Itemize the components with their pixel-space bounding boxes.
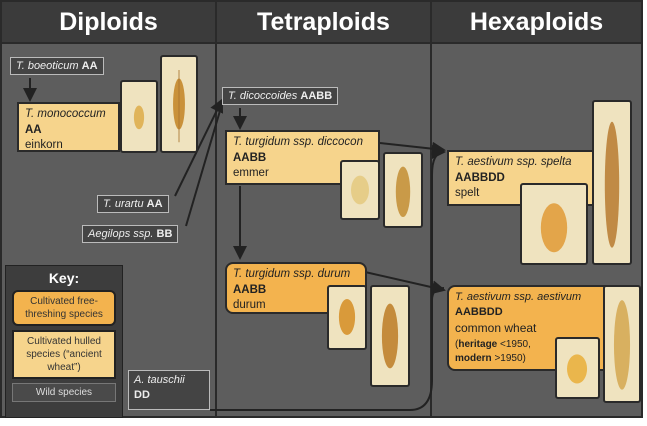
arrow-tauschii-aestivum [431, 287, 445, 301]
header-hexaploids: Hexaploids [430, 0, 643, 44]
header-diploids: Diploids [0, 0, 217, 44]
emmer-spike-image [383, 152, 423, 228]
box-urartu: T. urartu AA [97, 195, 169, 213]
einkorn-spike-image [160, 55, 198, 153]
emmer-grain-image [340, 160, 380, 220]
header-tetraploids: Tetraploids [215, 0, 432, 44]
einkorn-grain-image [120, 80, 158, 153]
box-aegilops: Aegilops ssp. BB [82, 225, 179, 243]
common-wheat-grain-image [555, 337, 600, 399]
durum-grain-image [327, 285, 367, 350]
key-free-threshing: Cultivated free-threshing species [12, 290, 116, 326]
arrow-tauschii-spelta [210, 145, 446, 411]
common-wheat-spike-image [603, 285, 641, 403]
box-dicoccoides: T. dicoccoides AABB [222, 87, 339, 105]
key-wild: Wild species [12, 383, 116, 402]
legend-key: Key: Cultivated free-threshing species C… [5, 265, 123, 418]
arrow-durum-aestivum [364, 271, 446, 295]
spelt-spike-image [592, 100, 632, 265]
box-boeoticum: T. boeoticum AA [10, 57, 104, 75]
spelt-grain-image [520, 183, 588, 265]
arrow-urartu-dicoccoides [174, 98, 224, 197]
key-title: Key: [48, 270, 80, 286]
key-hulled: Cultivated hulled species (“ancient whea… [12, 330, 116, 379]
durum-spike-image [370, 285, 410, 387]
arrow-aegilops-dicoccoides [185, 103, 223, 227]
arrow-diccocon-spelta [379, 141, 446, 156]
